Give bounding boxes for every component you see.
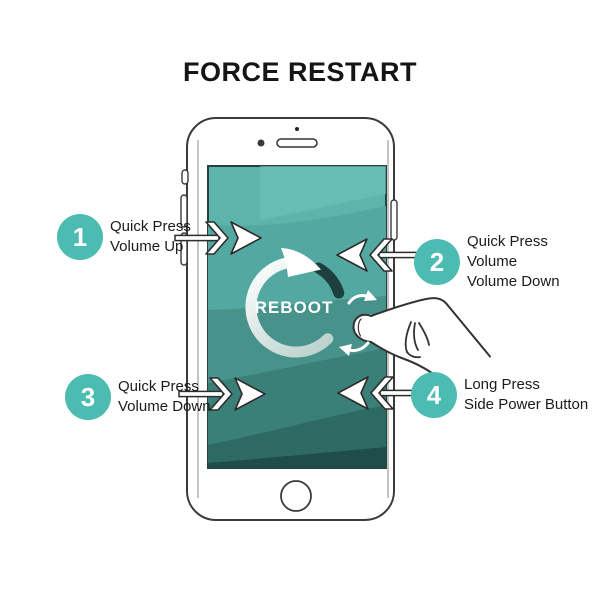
camera-dot bbox=[257, 139, 265, 147]
step-3-number-badge: 3 bbox=[65, 374, 111, 420]
fingertip-outline bbox=[352, 313, 372, 343]
speaker-slot bbox=[276, 138, 318, 148]
volume-up-button bbox=[180, 194, 188, 228]
step-2-label: Quick Press Volume Volume Down bbox=[467, 232, 560, 292]
step-4-line-2: Side Power Button bbox=[464, 396, 589, 413]
power-button bbox=[390, 199, 398, 241]
step-2-line-1: Quick Press bbox=[467, 233, 548, 250]
step-3: 3 Quick Press Volume Down bbox=[65, 374, 211, 420]
step-4-label: Long Press Side Power Button bbox=[464, 375, 588, 415]
reboot-arrowhead bbox=[281, 248, 321, 277]
reboot-cycle-icon: REBOOT bbox=[245, 248, 345, 358]
step-2-number-badge: 2 bbox=[414, 239, 460, 285]
rotate-gesture-icon bbox=[339, 290, 377, 356]
curled-fingers-lines bbox=[404, 321, 430, 359]
phone-screen bbox=[207, 165, 387, 469]
step-4: 4 Long Press Side Power Button bbox=[411, 372, 588, 418]
step-3-line-1: Quick Press bbox=[118, 378, 199, 395]
top-dot bbox=[295, 127, 299, 131]
step-2-line-2: Volume bbox=[467, 253, 518, 270]
screen-band-5 bbox=[208, 447, 386, 468]
fingernail-line bbox=[357, 318, 362, 337]
pointing-hand-icon bbox=[352, 297, 491, 382]
step-2-line-3: Volume Down bbox=[467, 273, 560, 290]
step-3-label: Quick Press Volume Down bbox=[118, 377, 211, 417]
step-4-line-1: Long Press bbox=[464, 376, 540, 393]
page-title: FORCE RESTART bbox=[183, 57, 417, 87]
step-1-label: Quick Press Volume Up bbox=[110, 217, 191, 257]
step-1-line-1: Quick Press bbox=[110, 218, 191, 235]
step-1-number-badge: 1 bbox=[57, 214, 103, 260]
step-1-line-2: Volume Up bbox=[110, 238, 184, 255]
step-3-line-2: Volume Down bbox=[118, 398, 211, 415]
step-4-number-badge: 4 bbox=[411, 372, 457, 418]
screen-highlight-wedge bbox=[260, 166, 386, 220]
reboot-label: REBOOT bbox=[255, 298, 334, 317]
home-button bbox=[280, 480, 312, 512]
step-2: 2 Quick Press Volume Volume Down bbox=[414, 232, 560, 292]
step-1: 1 Quick Press Volume Up bbox=[57, 214, 191, 260]
mute-switch bbox=[181, 169, 189, 185]
